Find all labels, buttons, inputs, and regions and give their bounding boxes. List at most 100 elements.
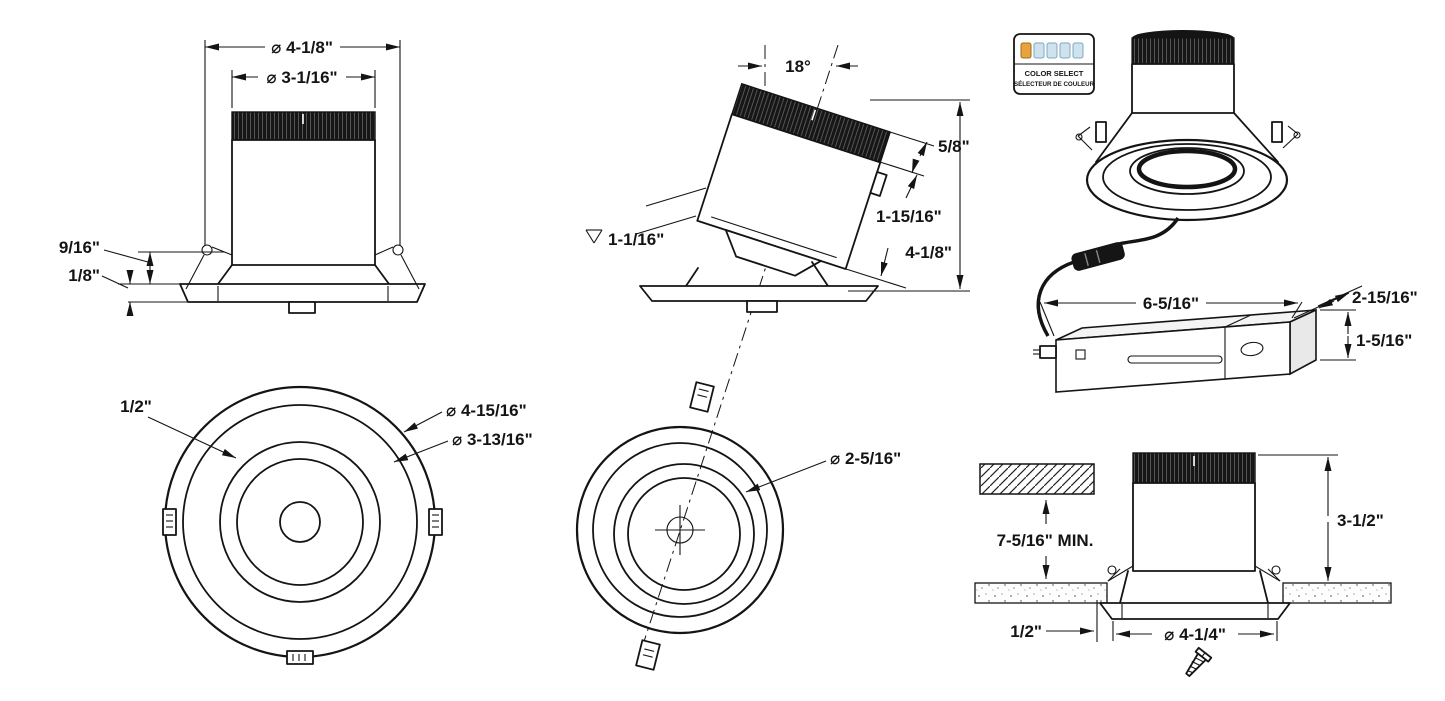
trim-circle — [182, 404, 418, 640]
downlight-3d — [1075, 30, 1301, 222]
color-select-badge: COLOR SELECT SÉLECTEUR DE COULEUR — [1013, 33, 1095, 95]
band-notch — [811, 109, 817, 121]
ext-line — [1291, 301, 1303, 319]
dim-line — [911, 158, 920, 174]
housing-body — [1131, 63, 1235, 114]
dim-line — [905, 174, 918, 199]
box-length-dim: 6-5/16" — [1143, 294, 1199, 313]
depth-symbol-icon — [585, 229, 603, 244]
mount-tab-right — [428, 508, 443, 536]
mount-tab-bottom — [286, 650, 314, 665]
tilt-angle-dim: 18° — [785, 57, 811, 76]
swatch-active — [1020, 42, 1032, 59]
mount-tab-bottom — [635, 639, 661, 671]
swatch — [1072, 42, 1084, 59]
bottom-tab — [746, 300, 778, 313]
trim-taper-right — [811, 261, 829, 287]
led-center-circle — [279, 501, 321, 543]
reflector-ellipse — [1129, 147, 1245, 195]
cable-entry-stub — [1039, 345, 1057, 359]
screw-icon — [1185, 646, 1213, 677]
min-clearance-dim: 7-5/16" MIN. — [997, 531, 1094, 550]
lens-line — [710, 216, 837, 259]
bottom-tab — [288, 301, 316, 314]
knockout-oval — [1240, 341, 1264, 357]
spring-clip-right — [1271, 121, 1301, 149]
badge-title: COLOR SELECT — [1025, 69, 1084, 78]
leader-line — [101, 275, 129, 289]
flange-thickness-dim: 1/8" — [68, 266, 100, 285]
trim-flange — [639, 285, 879, 302]
badge-subtitle: SÉLECTEUR DE COULEUR — [1014, 80, 1095, 88]
box-right-face — [1289, 308, 1317, 376]
spring-clip-left — [1075, 121, 1107, 151]
band-height-dim: 5/8" — [938, 137, 970, 156]
box-seam-top — [1224, 314, 1252, 328]
cutout-dia-dim: ⌀ 4-1/4" — [1164, 625, 1226, 644]
dim-line — [917, 141, 928, 157]
ext-line — [879, 161, 925, 177]
tilt-view: 18° 5/8" 1-15/16" 4-1/8" — [585, 44, 970, 661]
ext-line — [635, 215, 697, 235]
spring-height-dim: 9/16" — [59, 238, 100, 257]
housing-body — [1132, 482, 1256, 572]
overall-height-dim: 4-1/8" — [905, 243, 952, 262]
recess-depth-dim: 1-1/16" — [608, 230, 664, 249]
quick-connector — [1071, 242, 1125, 271]
assembly-view: COLOR SELECT SÉLECTEUR DE COULEUR — [1013, 30, 1418, 393]
aperture-circle — [236, 458, 364, 586]
knockout-square — [1075, 349, 1086, 360]
front-trim-dia-dim: ⌀ 3-13/16" — [452, 430, 533, 449]
trim-ellipse — [1085, 138, 1289, 222]
trim-taper-left — [217, 264, 233, 285]
ext-line — [889, 131, 935, 147]
flare-right — [1233, 112, 1279, 163]
swatch — [1033, 42, 1045, 59]
flange-lip-dim: 1/2" — [120, 397, 152, 416]
swatch — [1059, 42, 1071, 59]
ext-line — [645, 187, 707, 207]
box-height-dim: 1-5/16" — [1356, 331, 1412, 350]
side-view: ⌀ 4-1/8" ⌀ 3-1/16" 9/16" 1/8" — [59, 38, 426, 316]
ceiling-section-left — [974, 582, 1108, 604]
housing-body — [231, 139, 376, 266]
dim-line — [1318, 298, 1335, 309]
trim-inner-ellipse — [1102, 143, 1272, 211]
side-inner-dia-dim: ⌀ 3-1/16" — [266, 68, 337, 87]
cable-lower — [1036, 260, 1075, 337]
leader-line — [403, 411, 443, 433]
driver-box — [1033, 308, 1317, 393]
aperture-ring — [1136, 148, 1238, 190]
gimbal-front-view: ⌀ 2-5/16" — [575, 381, 901, 671]
trim-taper-right — [1259, 570, 1269, 604]
dim-line — [1333, 292, 1350, 303]
gimbal-ring-circle — [613, 463, 755, 605]
side-tab — [869, 171, 888, 197]
front-outer-dia-dim: ⌀ 4-15/16" — [446, 401, 527, 420]
cable-upper — [1109, 217, 1180, 249]
gimbal-ring-circle — [219, 441, 381, 603]
spring-clip-right — [1254, 565, 1281, 582]
trim-flange — [179, 283, 426, 303]
box-depth-dim: 2-15/16" — [1352, 288, 1418, 307]
install-view: 7-5/16" MIN. 3-1/2" 1/2" ⌀ 4-1/4" — [974, 452, 1392, 677]
tilted-housing — [696, 82, 892, 277]
box-front-face — [1055, 321, 1291, 393]
flare-left — [1095, 112, 1133, 163]
spring-clip-right — [374, 244, 420, 290]
housing-height-dim: 3-1/2" — [1337, 511, 1384, 530]
housing-knurl-band — [1131, 37, 1235, 65]
aperture-circle — [627, 477, 741, 591]
trim-taper-left — [1119, 570, 1129, 604]
spring-clip-left — [185, 244, 233, 290]
trim-taper-right — [374, 264, 390, 285]
front-view: 1/2" ⌀ 4-15/16" ⌀ 3-13/16" — [120, 385, 533, 665]
install-flange-lip-dim: 1/2" — [1010, 622, 1042, 641]
aperture-dia-dim: ⌀ 2-5/16" — [830, 449, 901, 468]
trim-taper-left — [685, 267, 699, 287]
trim-flange — [1099, 602, 1291, 620]
leader-line — [393, 440, 449, 463]
joist-hatch-block — [979, 463, 1095, 495]
ceiling-section-right — [1282, 582, 1392, 604]
spring-clip-left — [1107, 565, 1134, 582]
